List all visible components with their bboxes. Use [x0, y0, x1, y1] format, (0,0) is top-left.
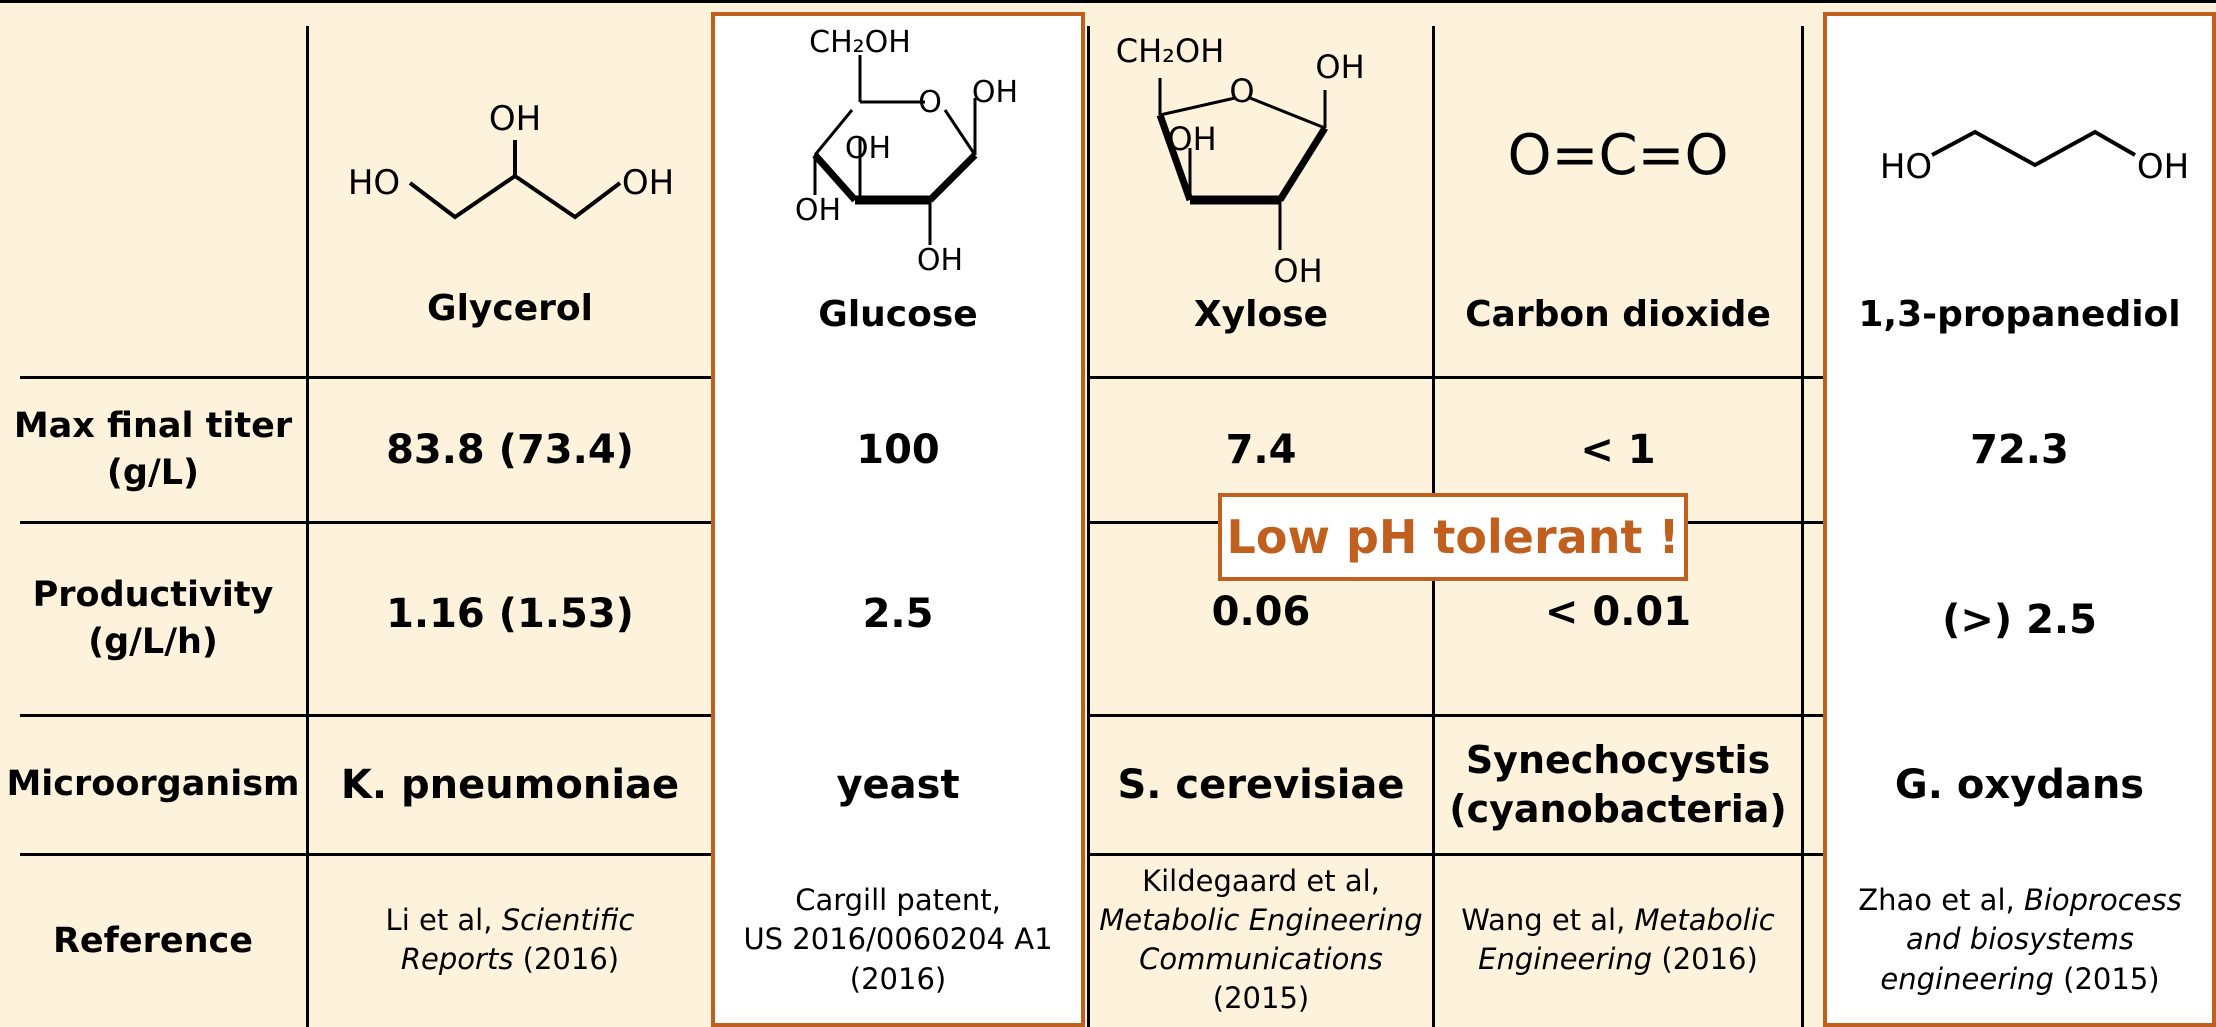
- xylose-label-ch2oh: CH₂OH: [1116, 32, 1224, 70]
- grid-hline-3: [20, 714, 711, 717]
- row-label-titer-line1: Max final titer: [13, 405, 293, 446]
- row-label-productivity-line1: Productivity: [32, 574, 274, 615]
- grid-hline-1: [20, 376, 711, 379]
- glucose-label-oh-mid: OH: [845, 131, 891, 166]
- reference-propanediol-text: Zhao et al, Bioprocess and biosystems en…: [1832, 881, 2208, 998]
- titer-propanediol: 72.3: [1970, 427, 2069, 473]
- propanediol-label-oh: OH: [2137, 147, 2189, 187]
- compound-name-glycerol: Glycerol: [427, 287, 593, 329]
- grid-vline-1: [306, 26, 309, 1027]
- microorganism-glycerol: K. pneumoniae: [340, 762, 680, 808]
- microorganism-co2-line1: Synechocystis: [1465, 737, 1771, 782]
- reference-propanediol: Zhao et al, Bioprocess and biosystems en…: [1832, 870, 2208, 1010]
- titer-co2: < 1: [1580, 427, 1656, 473]
- reference-glycerol: Li et al, Scientific Reports (2016): [330, 870, 690, 1010]
- glucose-label-oh-left: OH: [795, 193, 841, 228]
- reference-propanediol-authors: Zhao et al,: [1858, 883, 2024, 918]
- reference-glycerol-year: (2016): [513, 942, 620, 976]
- highlight-column-propanediol: [1823, 12, 2216, 1027]
- microorganism-propanediol: G. oxydans: [1894, 762, 2145, 808]
- productivity-glycerol: 1.16 (1.53): [386, 591, 634, 637]
- compound-name-propanediol: 1,3-propanediol: [1858, 293, 2181, 335]
- reference-co2-authors: Wang et al,: [1461, 902, 1635, 937]
- top-border: [0, 0, 2216, 3]
- low-ph-tolerant-callout: Low pH tolerant !: [1218, 493, 1688, 581]
- highlight-column-glucose: [711, 12, 1085, 1027]
- glycerol-label-oh-top: OH: [489, 99, 541, 139]
- xylose-label-oh-bottom: OH: [1273, 252, 1322, 290]
- titer-glycerol: 83.8 (73.4): [386, 427, 634, 473]
- reference-glucose-line1: Cargill patent,: [795, 883, 1001, 918]
- reference-glycerol-journal: Scientific Reports: [400, 902, 635, 976]
- productivity-co2: < 0.01: [1544, 589, 1692, 635]
- glucose-label-ring-o: O: [918, 85, 942, 120]
- reference-xylose: Kildegaard et al, Metabolic Engineering …: [1093, 864, 1429, 1015]
- reference-glucose-line2: US 2016/0060204 A1: [743, 922, 1053, 957]
- glucose-label-ch2oh: CH₂OH: [809, 25, 911, 60]
- compound-name-xylose: Xylose: [1193, 293, 1329, 335]
- row-label-microorganism: Microorganism: [6, 764, 300, 805]
- reference-propanediol-journal: Bioprocess and biosystems engineering: [1880, 883, 2182, 996]
- titer-xylose: 7.4: [1225, 427, 1297, 473]
- compound-name-co2: Carbon dioxide: [1465, 293, 1771, 335]
- row-label-titer-line2: (g/L): [106, 453, 200, 493]
- glucose-structure-icon: CH₂OH O OH OH OH OH: [795, 25, 1018, 278]
- reference-xylose-authors: Kildegaard et al,: [1142, 863, 1380, 898]
- glucose-label-oh-bottom: OH: [917, 243, 963, 278]
- glycerol-structure-icon: OH HO OH: [348, 99, 674, 220]
- grid-vline-3: [1087, 26, 1090, 1027]
- microorganism-glucose: yeast: [836, 762, 960, 808]
- grid-hline-1b: [1087, 376, 1823, 379]
- grid-hline-4b: [1087, 853, 1823, 856]
- glycerol-label-oh-right: OH: [622, 163, 674, 203]
- reference-xylose-year: (2015): [1212, 981, 1310, 1016]
- xylose-structure-icon: CH₂OH O OH OH OH: [1116, 32, 1365, 290]
- row-label-productivity: Productivity (g/L/h): [0, 524, 306, 714]
- productivity-xylose: 0.06: [1211, 589, 1311, 635]
- reference-glucose-line3: (2016): [849, 961, 947, 996]
- reference-xylose-text: Kildegaard et al, Metabolic Engineering …: [1093, 862, 1429, 1019]
- xylose-label-oh-mid: OH: [1167, 120, 1216, 158]
- productivity-propanediol: (>) 2.5: [1942, 597, 2097, 643]
- compound-name-glucose: Glucose: [818, 293, 978, 335]
- row-label-productivity-line2: (g/L/h): [88, 622, 218, 662]
- productivity-glucose: 2.5: [862, 591, 934, 637]
- reference-co2-text: Wang et al, Metabolic Engineering (2016): [1445, 901, 1791, 979]
- reference-glucose: Cargill patent, US 2016/0060204 A1 (2016…: [715, 870, 1081, 1010]
- reference-co2-journal: Metabolic Engineering: [1478, 902, 1775, 976]
- microorganism-co2: Synechocystis (cyanobacteria): [1435, 717, 1801, 853]
- reference-xylose-journal: Metabolic Engineering Communications: [1099, 902, 1423, 976]
- glycerol-label-ho: HO: [348, 163, 400, 203]
- co2-formula: O=C=O: [1507, 122, 1729, 188]
- reference-glycerol-authors: Li et al,: [385, 902, 502, 937]
- microorganism-co2-line2: (cyanobacteria): [1449, 787, 1787, 831]
- reference-co2: Wang et al, Metabolic Engineering (2016): [1445, 870, 1791, 1010]
- reference-propanediol-year: (2015): [2053, 961, 2160, 996]
- grid-hline-3b: [1087, 714, 1823, 717]
- titer-glucose: 100: [856, 427, 940, 473]
- reference-co2-year: (2016): [1652, 942, 1758, 976]
- xylose-label-ring-o: O: [1229, 72, 1254, 110]
- microorganism-xylose: S. cerevisiae: [1117, 762, 1405, 808]
- grid-hline-2: [20, 521, 711, 524]
- xylose-label-oh-right: OH: [1315, 48, 1364, 86]
- row-label-reference: Reference: [52, 920, 254, 961]
- row-label-titer: Max final titer (g/L): [0, 379, 306, 521]
- propanediol-label-ho: HO: [1880, 147, 1932, 187]
- reference-glycerol-text: Li et al, Scientific Reports (2016): [330, 901, 690, 979]
- glucose-label-oh-right: OH: [972, 75, 1018, 110]
- grid-vline-5: [1801, 26, 1804, 1027]
- grid-hline-4: [20, 853, 711, 856]
- propanediol-structure-icon: HO OH: [1880, 129, 2189, 187]
